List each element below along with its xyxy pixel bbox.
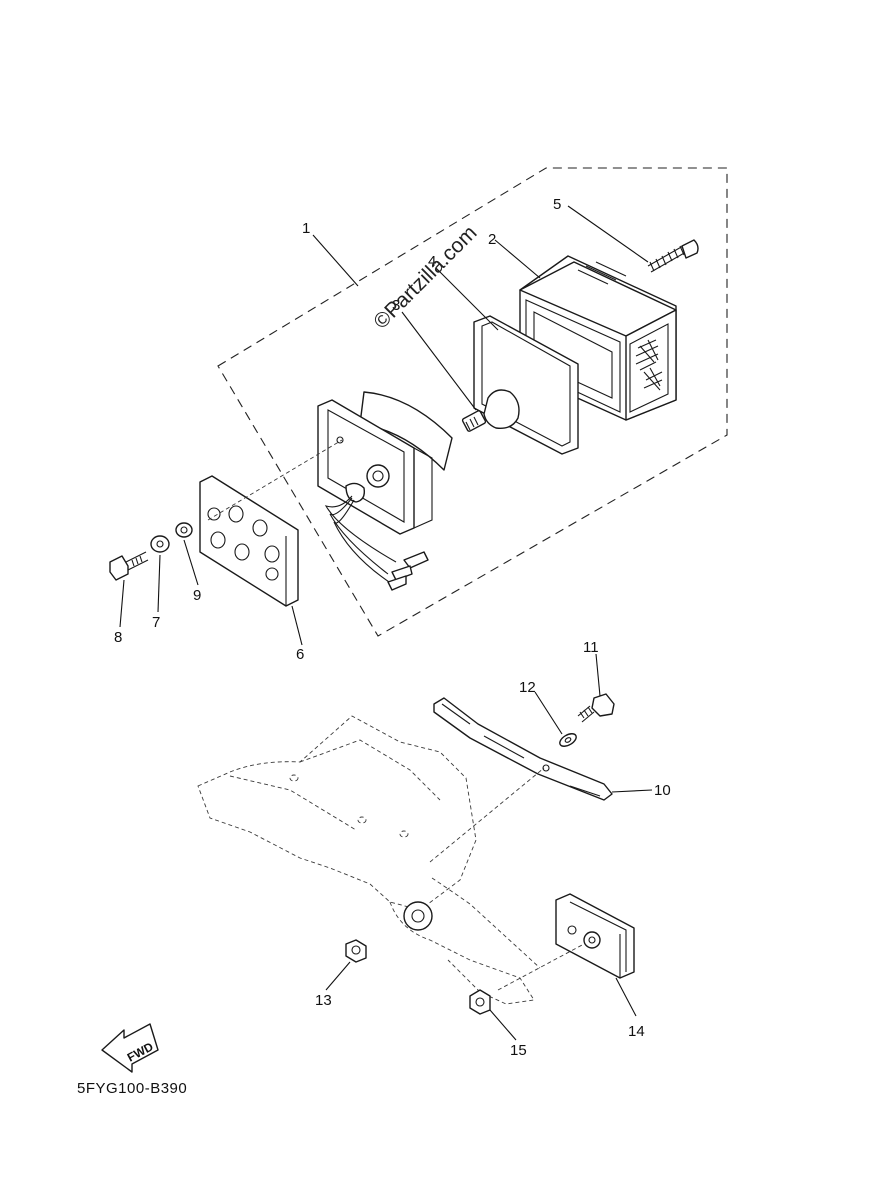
callout-10: 10 [654, 782, 671, 799]
callout-8: 8 [114, 629, 122, 646]
callout-1: 1 [302, 220, 310, 237]
callout-4: 4 [428, 253, 436, 270]
callout-6: 6 [296, 646, 304, 663]
callout-5: 5 [553, 196, 561, 213]
part-15-nut [469, 989, 491, 1015]
part-6-reflector-plate [199, 475, 299, 607]
callout-15: 15 [510, 1042, 527, 1059]
watermark-text: ©Partzilla.com [369, 221, 481, 333]
callout-9: 9 [193, 587, 201, 604]
callout-14: 14 [628, 1023, 645, 1040]
part-3-bulb [461, 389, 520, 432]
part-9-grommet [175, 522, 193, 538]
part-5-screw [647, 239, 699, 273]
part-11-bolt [577, 693, 615, 723]
part-2-lens [519, 255, 677, 421]
part-7-washer [150, 535, 170, 553]
callout-11: 11 [583, 639, 599, 656]
callout-labels: 1 2 3 4 5 6 7 8 9 10 11 12 13 14 15 [114, 196, 671, 1059]
fwd-arrow-icon: FWD [101, 1023, 159, 1073]
callout-2: 2 [488, 231, 496, 248]
part-10-bracket [433, 697, 613, 801]
rear-fender [197, 715, 545, 1005]
taillight-housing [317, 391, 453, 535]
callout-3: 3 [392, 297, 400, 314]
part-8-bolt [109, 551, 149, 581]
assembly-boundary [217, 167, 728, 637]
callout-12: 12 [519, 679, 536, 696]
leader-lines [119, 205, 653, 1041]
callout-7: 7 [152, 614, 160, 631]
callout-13: 13 [315, 992, 332, 1009]
part-14-reflector [497, 893, 635, 991]
drawing-code: 5FYG100-B390 [77, 1080, 187, 1097]
part-12-washer [559, 733, 577, 747]
wire-harness [324, 495, 429, 591]
part-13-nut [345, 939, 367, 963]
